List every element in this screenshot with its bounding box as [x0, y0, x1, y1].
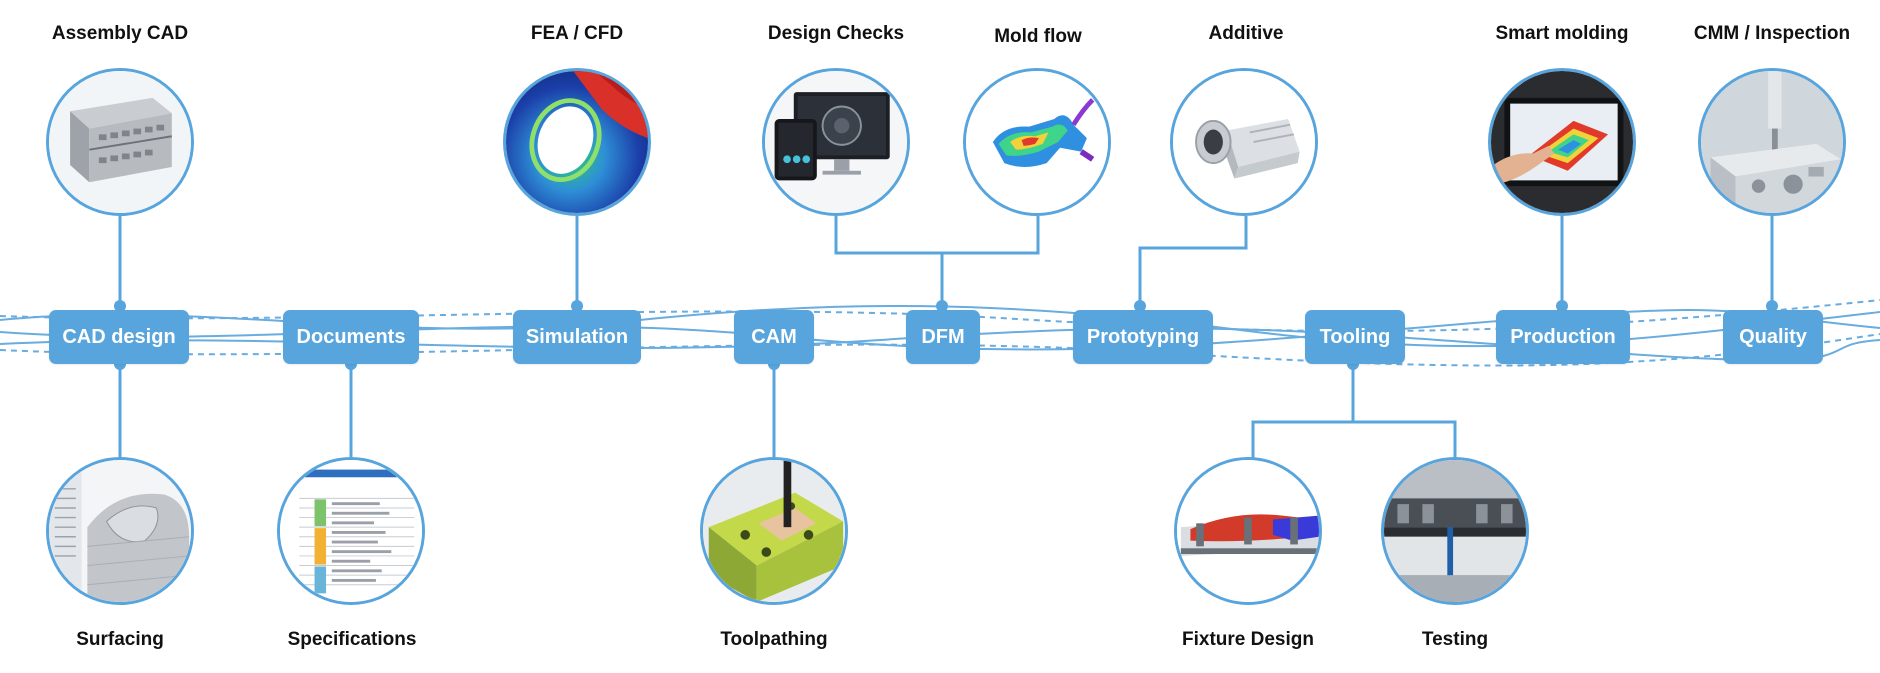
stage-documents[interactable]: Documents — [283, 310, 419, 364]
label-additive: Additive — [1208, 23, 1284, 44]
design-checks-image — [762, 68, 910, 216]
cmm-inspection-image — [1698, 68, 1846, 216]
label-cmm-inspection: CMM / Inspection — [1693, 23, 1851, 44]
label-toolpathing: Toolpathing — [720, 629, 828, 650]
specifications-image — [277, 457, 425, 605]
label-surfacing: Surfacing — [76, 629, 164, 650]
assembly-cad-image — [46, 68, 194, 216]
stage-cam[interactable]: CAM — [734, 310, 814, 364]
stage-simulation[interactable]: Simulation — [513, 310, 641, 364]
label-smart-molding: Smart molding — [1495, 23, 1629, 44]
label-fea-cfd: FEA / CFD — [530, 23, 624, 44]
mold-flow-image — [963, 68, 1111, 216]
label-specifications: Specifications — [287, 629, 417, 650]
smart-molding-image — [1488, 68, 1636, 216]
label-design-checks: Design Checks — [767, 23, 905, 44]
additive-image — [1170, 68, 1318, 216]
testing-image — [1381, 457, 1529, 605]
label-assembly-cad: Assembly CAD — [51, 23, 189, 44]
stage-tooling[interactable]: Tooling — [1305, 310, 1405, 364]
toolpathing-image — [700, 457, 848, 605]
surfacing-image — [46, 457, 194, 605]
label-mold-flow: Mold flow — [994, 26, 1082, 47]
stage-quality[interactable]: Quality — [1723, 310, 1823, 364]
stage-cad-design[interactable]: CAD design — [49, 310, 189, 364]
label-fixture-design: Fixture Design — [1182, 629, 1314, 650]
fea-cfd-image — [503, 68, 651, 216]
stage-production[interactable]: Production — [1496, 310, 1630, 364]
fixture-design-image — [1174, 457, 1322, 605]
stage-dfm[interactable]: DFM — [906, 310, 980, 364]
stage-prototyping[interactable]: Prototyping — [1073, 310, 1213, 364]
label-testing: Testing — [1421, 629, 1489, 650]
